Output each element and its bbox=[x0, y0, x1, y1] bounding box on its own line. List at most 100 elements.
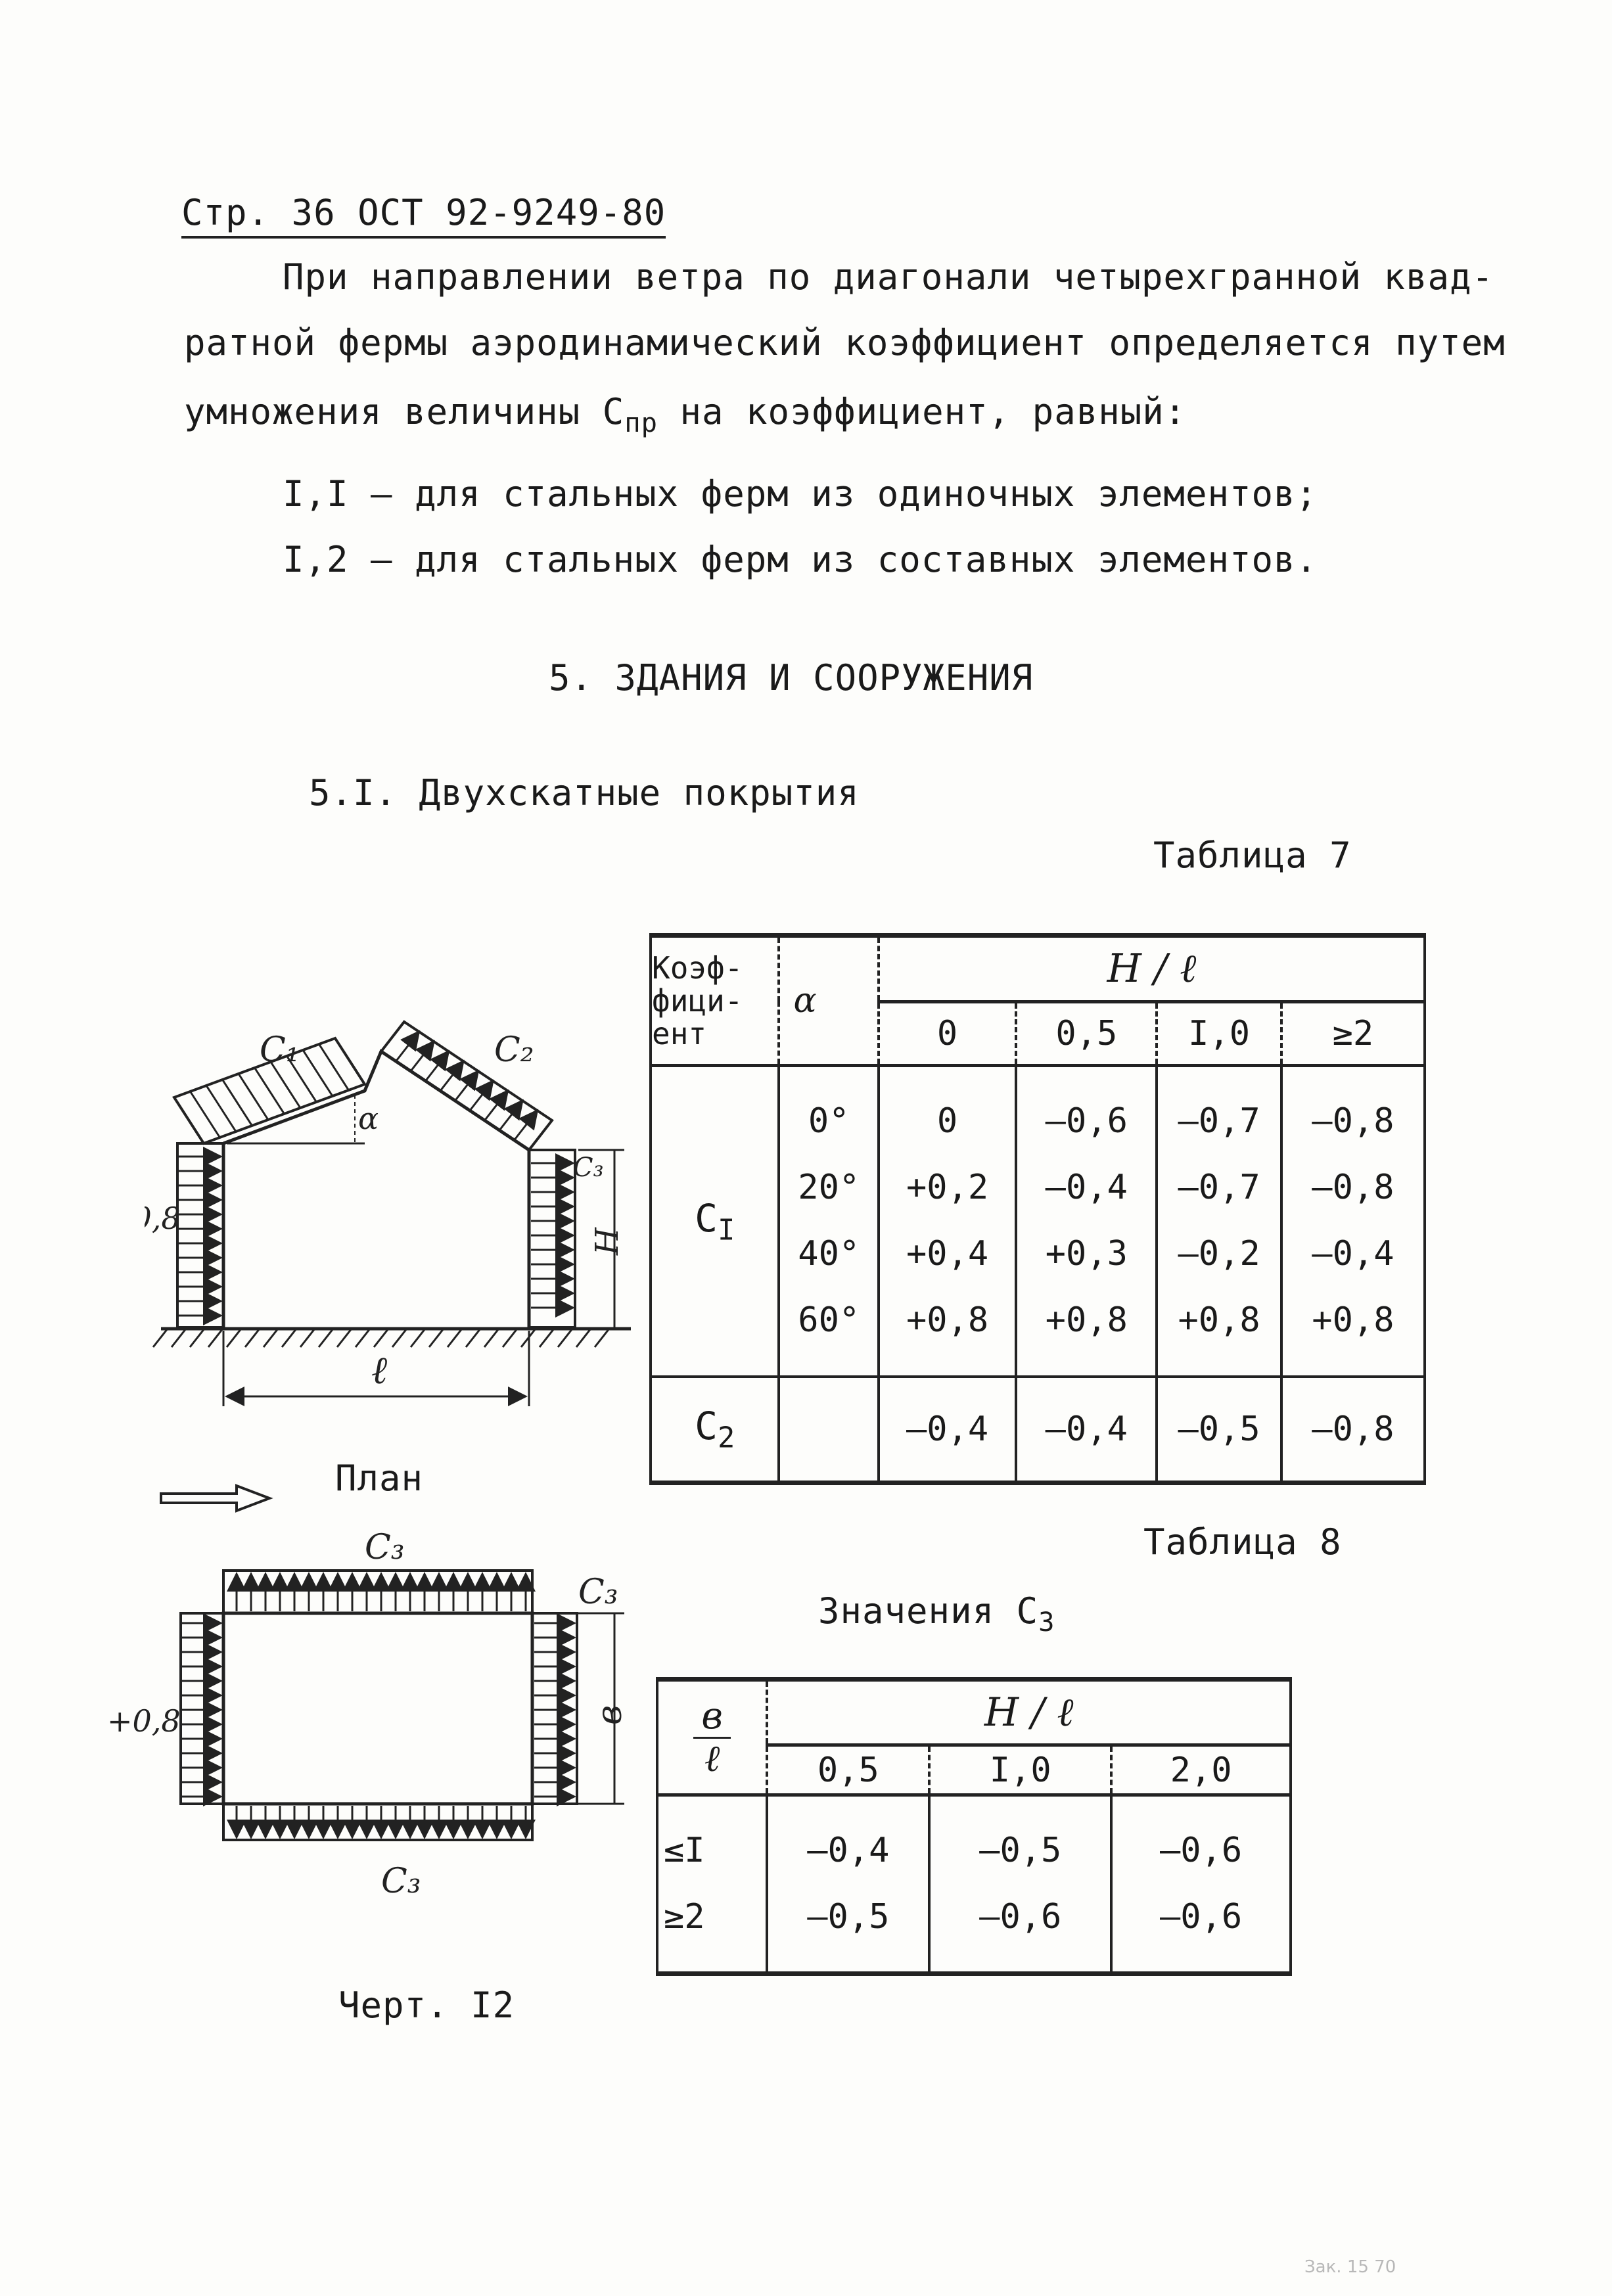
ground-hatch bbox=[207, 1328, 224, 1348]
subscript-pr: пр bbox=[624, 406, 658, 438]
table7-caption: Таблица 7 bbox=[1153, 835, 1352, 876]
table-cell: +0,2 bbox=[906, 1168, 989, 1208]
ground-hatch bbox=[483, 1328, 500, 1348]
c2-load-arrow bbox=[454, 1069, 480, 1101]
ground-hatch bbox=[336, 1328, 353, 1348]
label-c1: C₁ bbox=[260, 1030, 300, 1070]
label-wind-plan: +0,8 bbox=[107, 1703, 181, 1739]
ground-hatch bbox=[593, 1328, 610, 1348]
c2-load-arrow bbox=[395, 1030, 421, 1062]
c1-col-05: –0,6 –0,4 +0,3 +0,8 bbox=[1016, 1065, 1159, 1379]
table-cell: +0,8 bbox=[1178, 1300, 1260, 1341]
ground-hatch bbox=[501, 1328, 518, 1348]
footer-stamp: Зак. 15 70 bbox=[1304, 2257, 1396, 2277]
angle-60: 60° bbox=[798, 1300, 860, 1341]
table-cell: +0,8 bbox=[906, 1300, 989, 1341]
header-hl-0: 0 bbox=[878, 1001, 1018, 1067]
table8-title: Значения С3 bbox=[818, 1590, 1055, 1638]
table-cell: 0 bbox=[936, 1101, 958, 1141]
table-cell: –0,4 bbox=[1045, 1168, 1128, 1208]
angle-20: 20° bbox=[798, 1168, 860, 1208]
table-cell: –0,4 bbox=[1312, 1234, 1394, 1274]
c1-load-line bbox=[237, 1073, 269, 1120]
section-title: 5. ЗДАНИЯ И СООРУЖЕНИЯ bbox=[549, 657, 1034, 699]
table-cell: –0,6 bbox=[1045, 1101, 1128, 1141]
c2-load-arrow bbox=[469, 1079, 494, 1111]
header-hl-05: 0,5 bbox=[1016, 1001, 1159, 1067]
list-item-1: I,I – для стальных ферм из одиночных эле… bbox=[283, 473, 1318, 515]
ground-hatch bbox=[373, 1328, 390, 1348]
table-cell: –0,4 bbox=[807, 1831, 890, 1870]
standard-code: ОСТ 92-9249-80 bbox=[357, 192, 666, 233]
page-header: Стр. 36 ОСТ 92-9249-80 bbox=[181, 192, 666, 239]
angle-0: 0° bbox=[808, 1101, 850, 1141]
c3-col-05: –0,4 –0,5 bbox=[767, 1795, 931, 1976]
header-h-over-l: H / ℓ bbox=[878, 933, 1427, 1003]
header-b-over-l: в ℓ bbox=[655, 1677, 769, 1797]
paragraph-line-3: умножения величины Спр на коэффициент, р… bbox=[184, 391, 1187, 438]
header-hl-10: I,0 bbox=[929, 1745, 1113, 1797]
ground-hatch bbox=[428, 1328, 445, 1348]
label-b: в bbox=[590, 1705, 630, 1725]
label-c3: C₃ bbox=[573, 1153, 604, 1183]
ground-hatch bbox=[446, 1328, 463, 1348]
ground-hatch bbox=[189, 1328, 206, 1348]
ground-hatch bbox=[225, 1328, 242, 1348]
table-cell: –0,5 bbox=[807, 1897, 890, 1937]
table-cell: +0,4 bbox=[906, 1234, 989, 1274]
table-cell: –0,4 bbox=[1016, 1377, 1159, 1486]
table-cell: –0,7 bbox=[1178, 1101, 1260, 1141]
header-hl-10: I,0 bbox=[1157, 1001, 1283, 1067]
ground-hatch bbox=[262, 1328, 279, 1348]
c3-col-10: –0,5 –0,6 bbox=[929, 1795, 1113, 1976]
table-cell: +0,8 bbox=[1045, 1300, 1128, 1341]
table-cell: +0,8 bbox=[1312, 1300, 1394, 1341]
angle-40: 40° bbox=[798, 1234, 860, 1274]
table-cell: –0,8 bbox=[1312, 1101, 1394, 1141]
table-cell: –0,4 bbox=[878, 1377, 1018, 1486]
c2-load-arrow bbox=[425, 1049, 450, 1082]
c2-load-arrow bbox=[498, 1099, 524, 1131]
table-cell: –0,6 bbox=[1159, 1831, 1243, 1870]
c1-load-line bbox=[221, 1079, 253, 1126]
label-c3-top: C₃ bbox=[365, 1528, 405, 1567]
c2-load-arrow bbox=[439, 1059, 465, 1091]
table-cell: –0,7 bbox=[1178, 1168, 1260, 1208]
label-alpha: α bbox=[358, 1101, 379, 1136]
table-cell: –0,8 bbox=[1281, 1377, 1427, 1486]
c1-load-line bbox=[189, 1091, 221, 1138]
ground-hatch bbox=[575, 1328, 592, 1348]
table-cell: –0,6 bbox=[979, 1897, 1062, 1937]
building-section-drawing: C₁ C₂ C₃ α H ℓ +0,8 bbox=[145, 1020, 631, 1406]
subsection-title: 5.I. Двухскатные покрытия bbox=[309, 772, 860, 814]
row-label-c1: CI bbox=[649, 1065, 781, 1379]
header-hl-20: 2,0 bbox=[1111, 1745, 1292, 1797]
ground-hatch bbox=[557, 1328, 574, 1348]
paragraph-line-2: ратной фермы аэродинамический коэффициен… bbox=[184, 322, 1506, 363]
c1-load-line bbox=[318, 1044, 350, 1091]
row-label: ≤I bbox=[664, 1831, 705, 1870]
ground-hatch bbox=[409, 1328, 426, 1348]
ratio-column: ≤I ≥2 bbox=[655, 1795, 769, 1976]
drawing-caption: Черт. I2 bbox=[338, 1985, 515, 2026]
list-item-2: I,2 – для стальных ферм из составных эле… bbox=[283, 539, 1318, 580]
ground-hatch bbox=[299, 1328, 316, 1348]
c2-load-arrow bbox=[409, 1040, 435, 1072]
c1-load-line bbox=[254, 1067, 285, 1114]
table-cell: –0,2 bbox=[1178, 1234, 1260, 1274]
c2-load-arrow bbox=[484, 1089, 509, 1121]
header-coefficient: Коэф- фици- ент bbox=[649, 933, 781, 1067]
page-number: Стр. 36 bbox=[181, 192, 336, 233]
ground-hatch bbox=[354, 1328, 371, 1348]
c1-load-line bbox=[205, 1085, 237, 1132]
label-l: ℓ bbox=[371, 1348, 387, 1392]
label-c2: C₂ bbox=[494, 1030, 534, 1070]
header-h-over-l: H / ℓ bbox=[767, 1677, 1292, 1747]
ground-hatch bbox=[538, 1328, 555, 1348]
c1-col-2: –0,8 –0,8 –0,4 +0,8 bbox=[1281, 1065, 1427, 1379]
paragraph-line-1: При направлении ветра по диагонали четыр… bbox=[283, 256, 1494, 298]
table-8: в ℓ H / ℓ 0,5 I,0 2,0 ≤I ≥2 –0,4 –0,5 –0… bbox=[655, 1677, 1292, 1976]
label-wind: +0,8 bbox=[145, 1201, 181, 1236]
row-label: ≥2 bbox=[664, 1897, 705, 1937]
header-hl-05: 0,5 bbox=[767, 1745, 931, 1797]
